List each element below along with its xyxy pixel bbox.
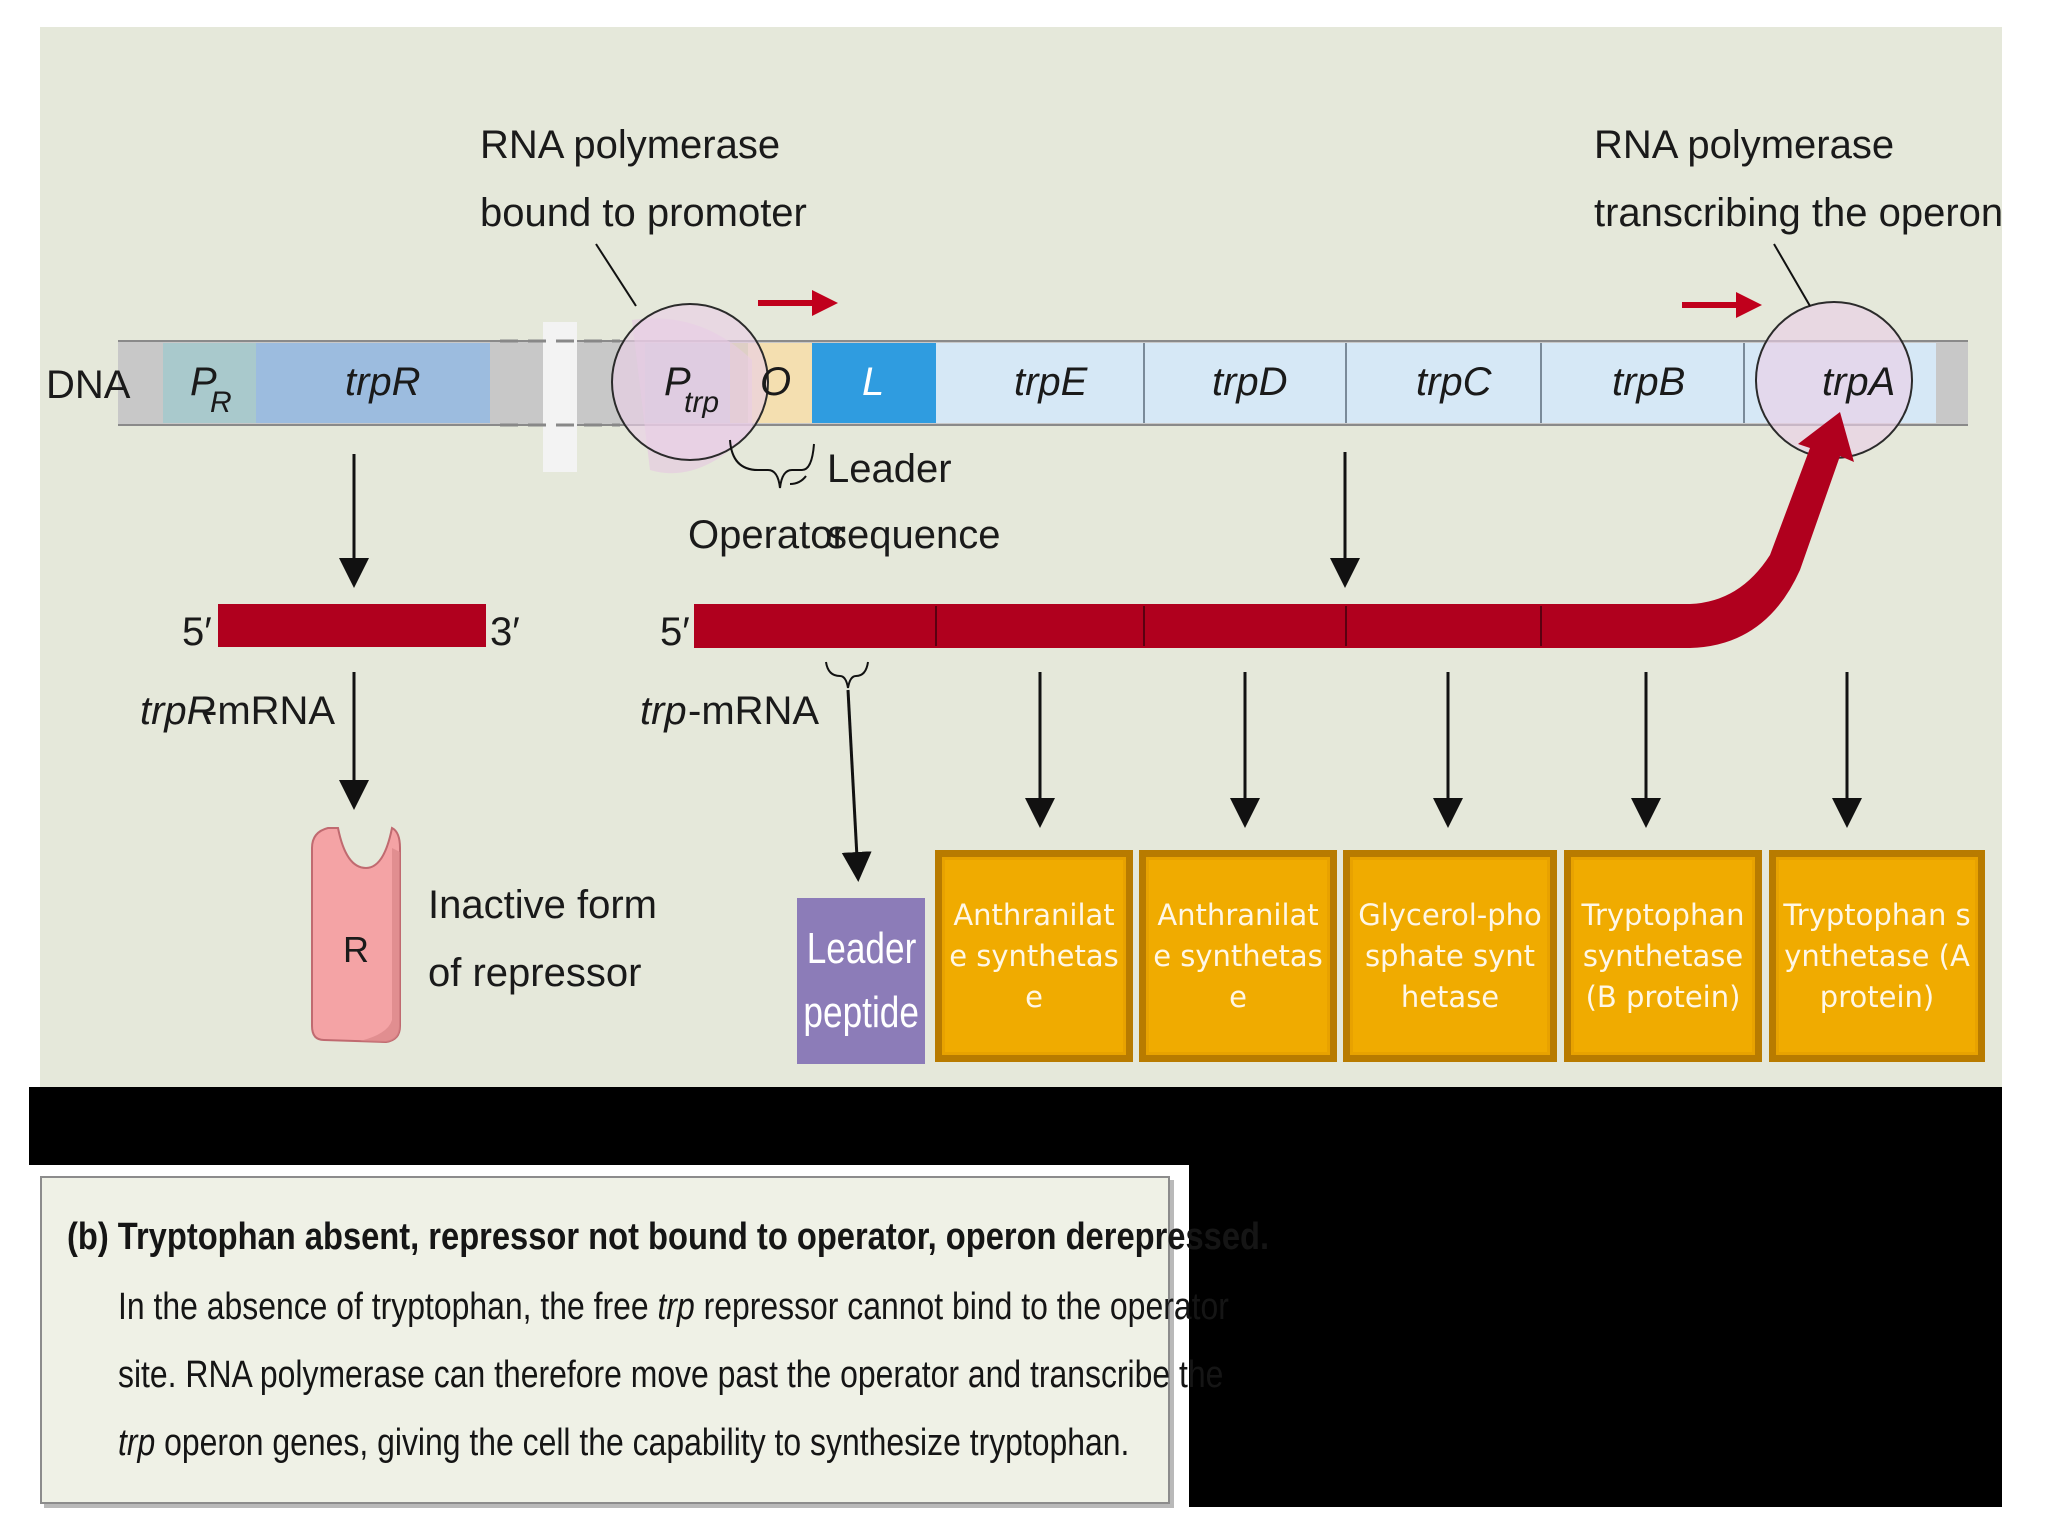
trpR-mrna-5prime: 5′ (182, 610, 212, 654)
leader-peptide-box: Leader peptide (797, 898, 925, 1064)
caption-line-1: In the absence of tryptophan, the free t… (118, 1286, 1229, 1328)
dna-label: DNA (46, 363, 131, 407)
rnap-left-label-1: RNA polymerase (480, 123, 780, 167)
rnap-right-leader-line (1773, 243, 1811, 307)
rna-polymerase-promoter (611, 303, 769, 474)
ptrp-subscript: trp (684, 386, 719, 419)
trp-mrna-strand (694, 412, 1854, 648)
rnap-right-label-1: RNA polymerase (1594, 123, 1894, 167)
leader-sequence-label-2: sequence (827, 513, 1000, 557)
inactive-repressor-label-2: of repressor (428, 951, 641, 995)
caption-box: (b) Tryptophan absent, repressor not bou… (40, 1176, 1269, 1504)
operator-label: Operator (688, 513, 846, 557)
black-block (1189, 1165, 2002, 1507)
repressor-r-label: R (343, 929, 369, 970)
trpE-gene-label: trpE (1014, 360, 1089, 404)
trpD-gene-label: trpD (1212, 360, 1288, 404)
pr-promoter-region (163, 343, 256, 423)
trpR-gene-region (256, 343, 490, 423)
inactive-repressor-icon (311, 826, 401, 1044)
black-band (29, 1087, 2002, 1165)
enzyme-box-trpA: Tryptophan synthetase (A protein) (1769, 850, 1985, 1062)
trpR-mrna-label-italic: trpR (140, 689, 216, 733)
operator-brace (729, 439, 815, 489)
trpR-mrna-strand (218, 604, 486, 647)
trpB-gene-label: trpB (1612, 360, 1685, 404)
enzyme-box-trpB: Tryptophan synthetase (B protein) (1564, 850, 1762, 1062)
pr-subscript: R (210, 386, 232, 419)
trpR-gene-label: trpR (345, 360, 421, 404)
leader-peptide-label-1: Leader (806, 924, 916, 973)
trp-mrna-label-rest: -mRNA (688, 689, 819, 733)
leader-l-label: L (862, 360, 884, 404)
caption-title: (b) Tryptophan absent, repressor not bou… (67, 1216, 1270, 1258)
rnap-left-leader-line (595, 243, 637, 307)
leader-peptide-label-2: peptide (803, 988, 919, 1037)
leader-mrna-brace (825, 661, 869, 689)
dna-break-gap (543, 322, 577, 472)
trpC-gene-label: trpC (1416, 360, 1493, 404)
enzyme-box-trpC: Glycerol-phosphate synthetase (1343, 850, 1557, 1062)
leader-sequence-label-1: Leader (827, 447, 952, 491)
inactive-repressor-label-1: Inactive form (428, 883, 657, 927)
caption-line-3: trp operon genes, giving the cell the ca… (118, 1422, 1130, 1464)
trpA-gene-label: trpA (1822, 360, 1895, 404)
ptrp-label: P (664, 360, 691, 404)
trpR-mrna-3prime: 3′ (490, 610, 520, 654)
enzyme-box-trpE: Anthranilate synthetase (935, 850, 1133, 1062)
transcription-direction-arrow-right (1682, 292, 1762, 318)
rnap-left-label-2: bound to promoter (480, 191, 807, 235)
enzyme-box-trpD: Anthranilate synthetase (1139, 850, 1337, 1062)
rnap-right-label-2: transcribing the operon (1594, 191, 2003, 235)
transcription-direction-arrow-left (758, 290, 838, 316)
arrow-leader-translation (841, 689, 872, 882)
caption-line-2: site. RNA polymerase can therefore move … (118, 1354, 1224, 1396)
leader-region (812, 343, 936, 423)
operator-o-label: O (760, 360, 791, 404)
trpR-mrna-label-rest: -mRNA (204, 689, 335, 733)
trp-mrna-label-italic: trp (640, 689, 687, 733)
trp-mrna-5prime: 5′ (660, 610, 690, 654)
pr-label: P (190, 360, 217, 404)
